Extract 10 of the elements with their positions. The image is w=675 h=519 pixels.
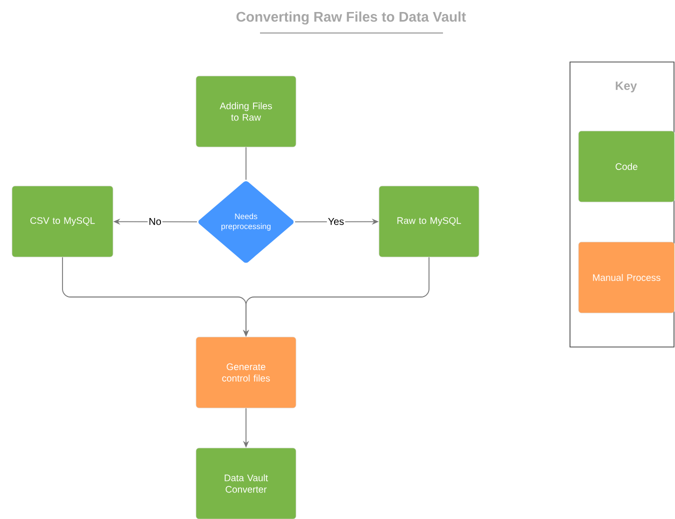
key-swatch-box: Manual Process <box>578 242 675 314</box>
edge-label: No <box>148 217 162 226</box>
title: Converting Raw Files to Data Vault <box>236 11 466 25</box>
key-swatch-box: Code <box>578 130 675 202</box>
process-box: CSV to MySQL <box>12 186 114 258</box>
process-box: Adding Files to Raw <box>196 76 296 148</box>
process-box: Raw to MySQL <box>378 186 480 258</box>
edge-label: Yes <box>326 217 346 226</box>
process-box: Data Vault Converter <box>196 448 296 519</box>
process-box: Generate control files <box>196 336 296 408</box>
